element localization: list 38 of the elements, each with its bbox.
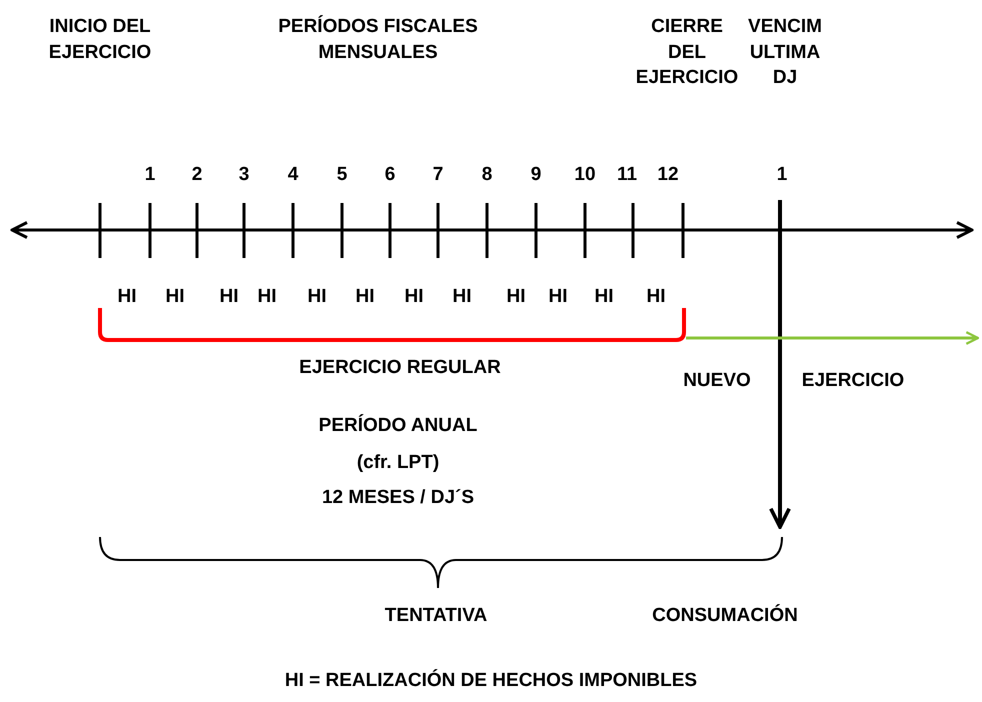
timeline-label: 12 MESES / DJ´S — [320, 486, 476, 510]
period-number: 10 — [573, 163, 597, 187]
event-marker: HI — [594, 285, 614, 309]
timeline-label: CIERRE DEL EJERCICIO — [634, 15, 740, 90]
event-marker: HI — [116, 285, 138, 309]
caption: HI = REALIZACIÓN DE HECHOS IMPONIBLES — [284, 668, 698, 693]
event-marker: HI — [218, 285, 240, 309]
period-number: 6 — [384, 163, 396, 187]
period-number: 1 — [776, 163, 788, 187]
event-marker: HI — [452, 285, 472, 309]
event-marker: HI — [306, 285, 328, 309]
period-number: 3 — [238, 163, 250, 187]
timeline-label: NUEVO — [682, 369, 752, 393]
period-number: 7 — [432, 163, 444, 187]
period-number: 2 — [190, 163, 204, 187]
timeline-label: PERÍODOS FISCALES MENSUALES — [277, 14, 479, 65]
timeline-label: TENTATIVA — [384, 604, 488, 628]
period-number: 12 — [656, 163, 680, 187]
period-number: 1 — [144, 163, 156, 187]
timeline-label: PERÍODO ANUAL — [318, 413, 478, 438]
period-number: 9 — [530, 163, 542, 187]
timeline-label: CONSUMACIÓN — [651, 603, 799, 628]
event-marker: HI — [548, 285, 568, 309]
event-marker: HI — [646, 285, 666, 309]
period-number: 4 — [286, 163, 300, 187]
period-number: 11 — [616, 163, 638, 187]
timeline-label: EJERCICIO — [800, 369, 906, 393]
event-marker: HI — [404, 285, 424, 309]
period-number: 5 — [336, 163, 348, 187]
event-marker: HI — [256, 285, 278, 309]
event-marker: HI — [506, 285, 526, 309]
timeline-label: (cfr. LPT) — [356, 451, 440, 475]
period-number: 8 — [480, 163, 494, 187]
timeline-label: EJERCICIO REGULAR — [298, 356, 502, 380]
event-marker: HI — [354, 285, 376, 309]
event-marker: HI — [164, 285, 186, 309]
timeline-label: INICIO DEL EJERCICIO — [48, 15, 152, 65]
timeline-label: VENCIM ULTIMA DJ — [747, 15, 823, 90]
